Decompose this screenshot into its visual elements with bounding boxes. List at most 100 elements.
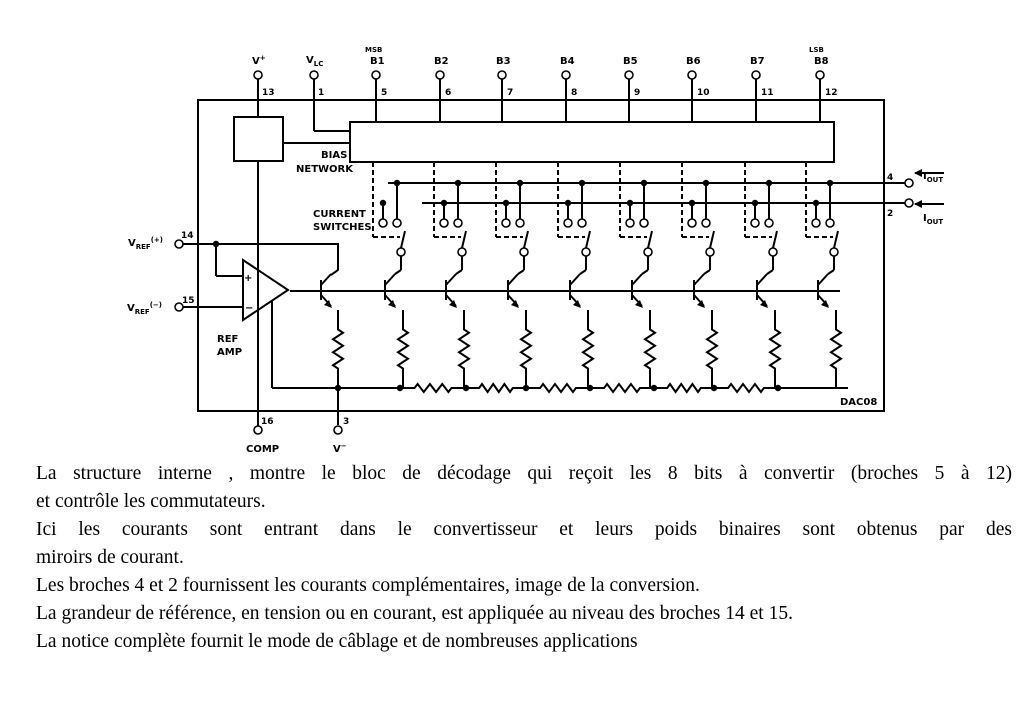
- transistor-7-collector: [693, 273, 705, 286]
- amp-minus: −: [245, 303, 253, 314]
- switch-1-blade: [400, 230, 406, 249]
- ladder-resistor-2: [466, 382, 526, 394]
- junction-dot: [650, 384, 658, 392]
- pin14-label: 14: [181, 231, 194, 241]
- bit-pin-B1: 5: [381, 88, 387, 98]
- bit-pin-B7: 11: [761, 88, 774, 98]
- junction-dot: [462, 384, 470, 392]
- transistor-5-arrow: [573, 300, 581, 308]
- junction-dot: [765, 179, 773, 187]
- text-line-4: miroirs de courant.: [36, 547, 184, 568]
- transistor-6-collector: [631, 273, 643, 286]
- terminal-circle: [751, 70, 761, 80]
- terminal-circle: [701, 218, 711, 228]
- terminal-circle: [253, 70, 263, 80]
- bit-top-B8: LSB: [809, 46, 824, 54]
- terminal-circle: [439, 218, 449, 228]
- ref-amplifier: [242, 258, 290, 322]
- ladder-resistor-6: [714, 382, 778, 394]
- junction-dot: [586, 384, 594, 392]
- terminal-circle: [815, 70, 825, 80]
- transistor-7-arrow: [697, 300, 705, 308]
- terminal-circle: [825, 218, 835, 228]
- ref-label: REF: [217, 334, 238, 345]
- network-label: NETWORK: [296, 164, 354, 175]
- emitter-resistor-8: [829, 310, 843, 388]
- junction-dot: [396, 384, 404, 392]
- junction-dot: [334, 384, 342, 392]
- terminal-circle: [705, 247, 715, 257]
- switch-7-col: [766, 269, 774, 275]
- terminal-circle: [392, 218, 402, 228]
- terminal-circle: [453, 218, 463, 228]
- emitter-resistor-7: [768, 310, 782, 388]
- switch-6-col: [703, 269, 711, 275]
- transistor-8-arrow: [760, 300, 768, 308]
- description-text: La structure interne , montre le bloc de…: [36, 460, 1012, 656]
- terminal-circle: [561, 70, 571, 80]
- pin15-label: 15: [182, 296, 195, 306]
- bit-name-B3: B3: [496, 56, 511, 67]
- bias-label: BIAS: [321, 150, 347, 161]
- junction-dot: [564, 199, 572, 207]
- transistor-5-collector: [569, 273, 581, 286]
- transistor-9-arrow: [821, 300, 829, 308]
- bit-name-B2: B2: [434, 56, 449, 67]
- emitter-resistor-2: [457, 310, 471, 388]
- ladder-resistor-5: [654, 382, 714, 394]
- text-line-2: et contrôle les commutateurs.: [36, 491, 266, 512]
- switch-4-col: [579, 269, 587, 275]
- switch-3-col: [517, 269, 525, 275]
- junction-dot: [702, 179, 710, 187]
- junction-dot: [454, 179, 462, 187]
- terminal-circle: [829, 247, 839, 257]
- bit-pin-B2: 6: [445, 88, 451, 98]
- switch-5-col: [641, 269, 649, 275]
- bit-name-B5: B5: [623, 56, 638, 67]
- junction-dot: [774, 384, 782, 392]
- terminal-circle: [764, 218, 774, 228]
- device-label: DAC08: [840, 397, 877, 408]
- terminal-circle: [581, 247, 591, 257]
- iout-bar-arrowhead: [914, 200, 922, 208]
- junction-dot: [640, 179, 648, 187]
- bit-pin-B5: 9: [634, 88, 640, 98]
- terminal-circle: [625, 218, 635, 228]
- terminal-circle: [515, 218, 525, 228]
- iout-arrowhead: [914, 169, 922, 177]
- switch-4-blade: [585, 230, 591, 249]
- bit-name-B8: B8: [814, 56, 829, 67]
- terminal-circle: [643, 247, 653, 257]
- switch-6-blade: [709, 230, 715, 249]
- emitter-resistor-1: [396, 310, 410, 388]
- ref-emitter-resistor: [331, 310, 345, 388]
- terminal-circle: [333, 425, 343, 435]
- terminal-circle: [519, 247, 529, 257]
- switch-2-col: [455, 269, 463, 275]
- transistor-4-collector: [507, 273, 519, 286]
- junction-dot: [626, 199, 634, 207]
- emitter-resistor-6: [705, 310, 719, 388]
- text-line-1: La structure interne , montre le bloc de…: [36, 463, 1012, 484]
- terminal-circle: [563, 218, 573, 228]
- terminal-circle: [497, 70, 507, 80]
- amp-plus: +: [244, 273, 252, 284]
- ladder-resistor-1: [400, 382, 466, 394]
- terminal-circle: [378, 218, 388, 228]
- vplus-label: V+: [252, 54, 266, 67]
- decoder-box: [349, 121, 835, 163]
- switch-8-col: [827, 269, 835, 275]
- junction-dot: [710, 384, 718, 392]
- terminal-circle: [253, 425, 263, 435]
- transistor-3-collector: [445, 273, 457, 286]
- terminal-circle: [396, 247, 406, 257]
- terminal-circle: [687, 218, 697, 228]
- bit-name-B1: B1: [370, 56, 385, 67]
- bit-pin-B8: 12: [825, 88, 838, 98]
- vlc-label: VLC: [306, 55, 323, 68]
- transistor-3-arrow: [449, 300, 457, 308]
- ref-collector-feedback: [216, 243, 339, 276]
- transistor-9-collector: [817, 273, 829, 286]
- text-line-5: Les broches 4 et 2 fournissent les coura…: [36, 575, 700, 596]
- transistor-2-collector: [384, 273, 396, 286]
